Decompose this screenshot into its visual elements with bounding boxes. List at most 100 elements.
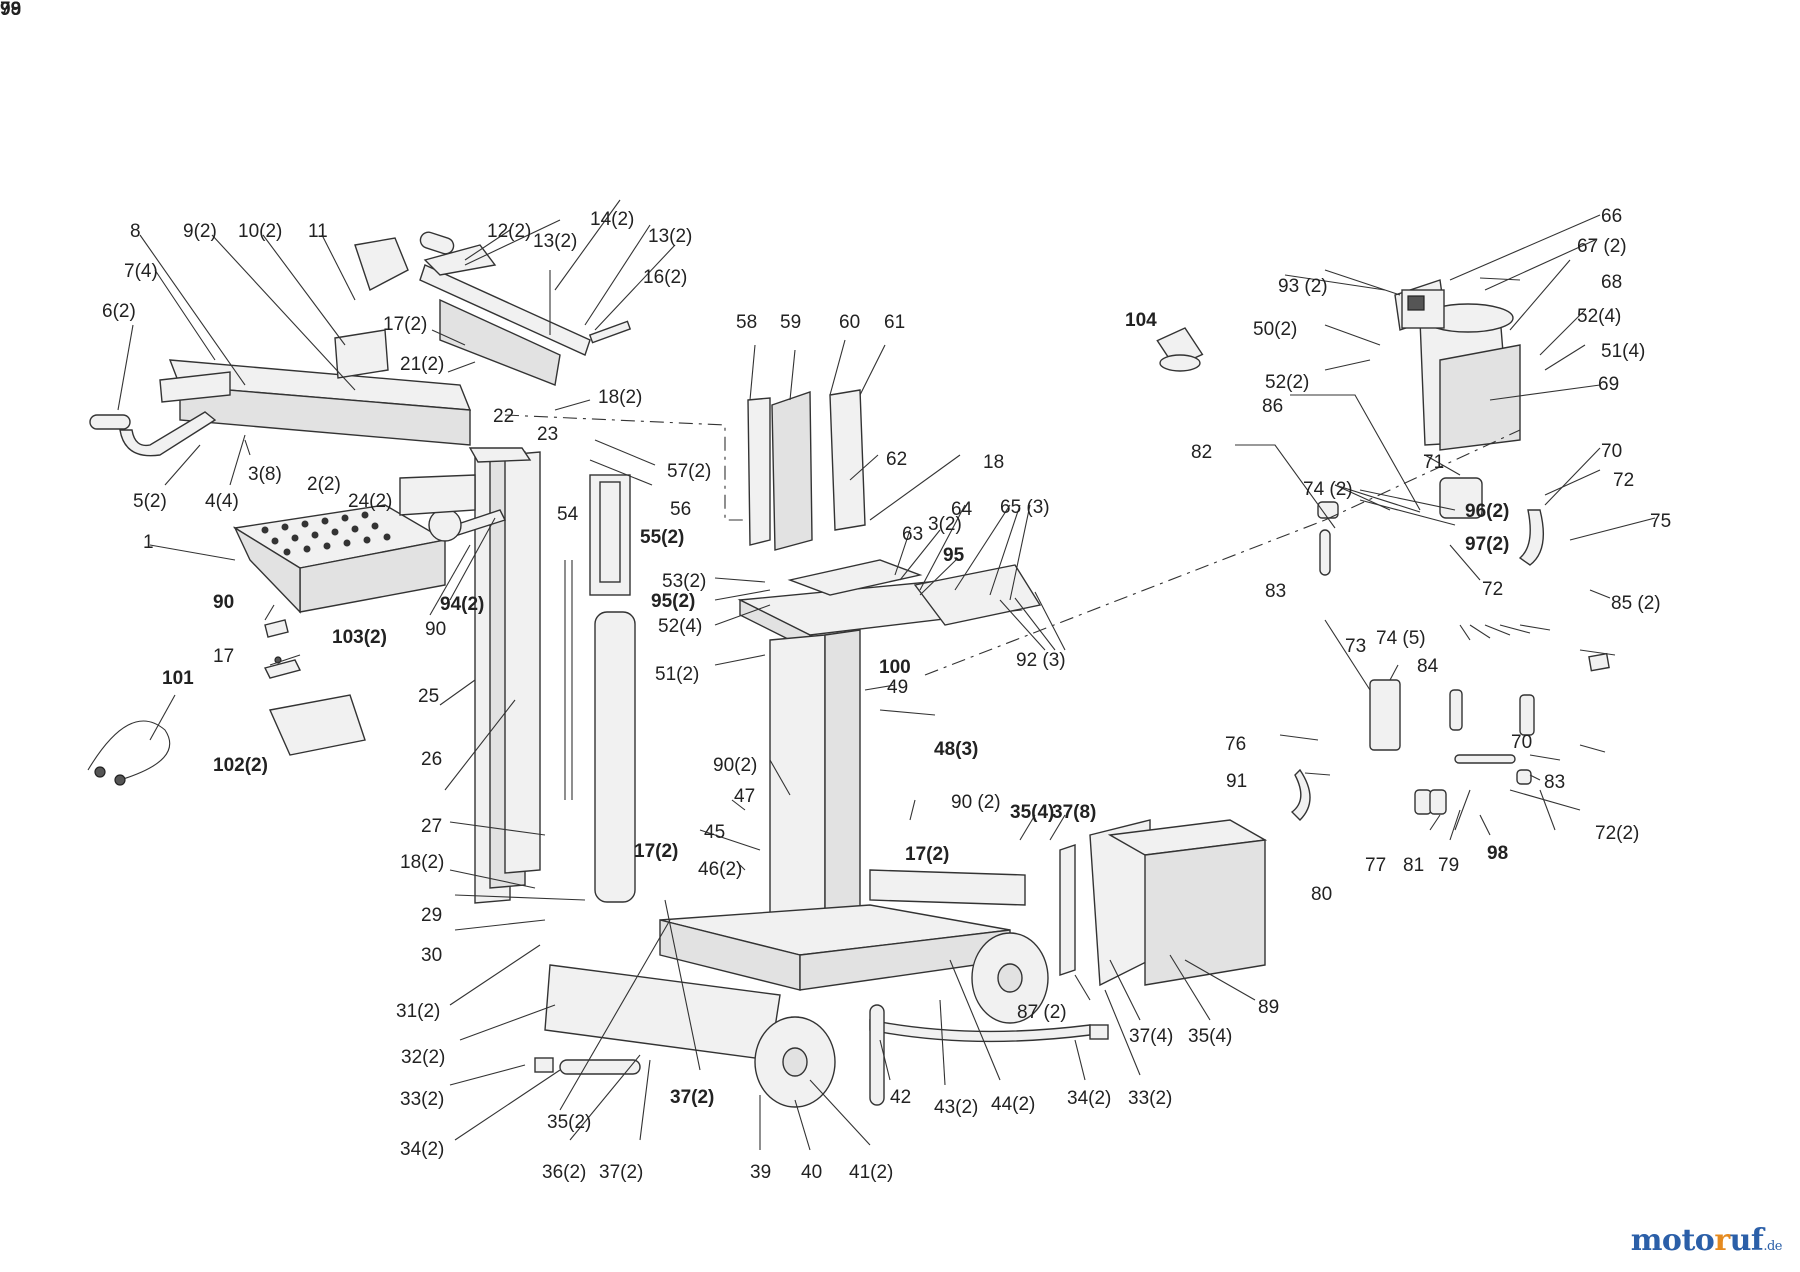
part-callout: 3(2) [928,514,962,535]
part-callout: 80 [1311,884,1333,905]
part-callout: 74 (5) [1376,628,1426,649]
part-callout: 103(2) [332,627,387,648]
part-callout: 3(8) [248,464,282,485]
part-callout: 98 [1487,843,1509,864]
part-callout: 67 (2) [1577,236,1627,257]
part-callout: 12(2) [487,221,532,242]
part-callout: 104 [1125,310,1157,331]
leader-lines [117,199,1656,1151]
part-callout: 77 [1365,855,1387,876]
part-callout: 96(2) [1465,501,1510,522]
part-callout: 55(2) [640,527,685,548]
part-callout: 57(2) [667,461,712,482]
part-callout: 34(2) [1067,1088,1112,1109]
part-callout: 61 [884,312,906,333]
part-callout: 8 [130,221,141,242]
part-callout: 95(2) [651,591,696,612]
part-callout: 1 [143,532,154,553]
part-callout: 37(8) [1052,802,1097,823]
part-callout: 54 [557,504,579,525]
part-callout: 69 [1598,374,1620,395]
part-callout: 35(4) [1188,1026,1233,1047]
part-callout: 92 (3) [1016,650,1066,671]
part-callout: 95 [943,545,965,566]
part-callout: 82 [1191,442,1213,463]
part-callout: 97(2) [1465,534,1510,555]
part-callout: 43(2) [934,1097,979,1118]
part-callout: 18 [983,452,1005,473]
part-main-frame [737,389,1042,966]
part-callout: 47 [734,786,756,807]
part-callout: 16(2) [643,267,688,288]
part-callout: 4(4) [205,491,239,512]
part-callout: 18(2) [400,852,445,873]
part-callout: 25 [418,686,440,707]
part-callout: 42 [890,1087,912,1108]
part-callout: 13(2) [648,226,693,247]
part-callout: 100 [879,657,911,678]
part-callout: 91 [1226,771,1248,792]
part-callout: 17(2) [905,844,950,865]
part-motor [1156,277,1521,451]
part-callout: 86 [1262,396,1284,417]
part-callout: 62 [886,449,908,470]
part-small-left [87,619,366,786]
part-callout: 63 [902,524,924,545]
part-callout: 87 (2) [1017,1002,1067,1023]
part-callout: 52(2) [1265,372,1310,393]
part-callout: 32(2) [401,1047,446,1068]
part-callout: 44(2) [991,1094,1036,1115]
part-callout: 74 (2) [1303,479,1353,500]
part-callout: 90 [213,592,235,613]
part-callout: 84 [1417,656,1439,677]
part-callout: 37(2) [670,1087,715,1108]
part-callout: 21(2) [400,354,445,375]
part-callout: 51(4) [1601,341,1646,362]
part-callout: 78 [0,0,22,20]
part-callout: 64 [951,499,973,520]
part-callout: 9(2) [183,221,217,242]
part-callout: 45 [704,822,726,843]
part-callout: 89 [1258,997,1280,1018]
part-callout: 51(2) [655,664,700,685]
part-callout: 59 [780,312,802,333]
part-callout: 81 [1403,855,1425,876]
part-callout: 99 [0,0,22,20]
part-callout: 72 [1482,579,1504,600]
part-callout: 94(2) [440,594,485,615]
part-beam-assembly [89,231,632,457]
part-callout: 37(2) [599,1162,644,1183]
part-callout: 33(2) [400,1089,445,1110]
part-callout: 60 [839,312,861,333]
part-callout: 14(2) [590,209,635,230]
part-callout: 65 (3) [1000,497,1050,518]
part-callout: 17(2) [383,314,428,335]
part-callout: 52(4) [1577,306,1622,327]
part-callout: 56 [670,499,692,520]
part-tray [233,504,447,614]
part-callout: 93 (2) [1278,276,1328,297]
part-callout: 17 [213,646,235,667]
part-callout: 90(2) [713,755,758,776]
brand-part-2: r [1714,1223,1730,1258]
brand-suffix: .de [1763,1239,1782,1254]
part-callout: 83 [1544,772,1566,793]
part-callout: 71 [1423,452,1445,473]
part-callout: 5(2) [133,491,167,512]
part-callout: 37(4) [1129,1026,1174,1047]
part-callout: 35(4) [1010,802,1055,823]
part-callout: 75 [1650,511,1672,532]
part-callout: 102(2) [213,755,268,776]
part-callout: 70 [1511,732,1533,753]
part-base-frame [534,869,1109,1108]
part-callout: 73 [1345,636,1367,657]
part-callout: 24(2) [348,491,393,512]
part-callout: 50(2) [1253,319,1298,340]
part-hydraulics [1159,354,1610,821]
part-callout: 7(4) [124,261,158,282]
part-callout: 68 [1601,272,1623,293]
part-callout: 22 [493,406,515,427]
part-callout: 31(2) [396,1001,441,1022]
part-columns [399,447,636,904]
